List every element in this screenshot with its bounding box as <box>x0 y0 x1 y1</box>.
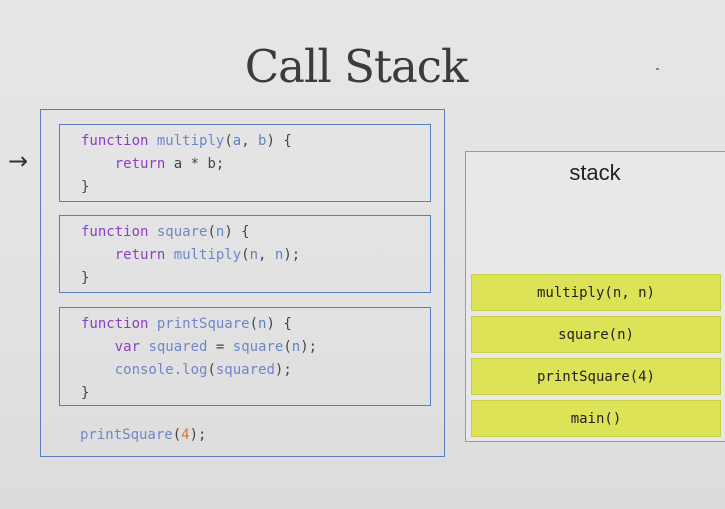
variable: squared <box>215 362 275 378</box>
punct: ( <box>172 427 182 443</box>
slide-title: Call Stack <box>244 40 469 93</box>
function-name: multiply <box>156 133 225 149</box>
stack-frame-multiply: multiply(n, n) <box>471 274 721 311</box>
punct: ( <box>207 362 216 378</box>
keyword: function <box>81 316 149 332</box>
current-line-arrow-icon: → <box>8 147 29 175</box>
param: n <box>258 316 267 332</box>
function-name: printSquare <box>156 316 250 332</box>
number-literal: 4 <box>181 427 190 443</box>
code-line: function printSquare(n) { <box>81 313 317 336</box>
main-call-line: printSquare(4); <box>80 424 206 447</box>
code-line: var squared = square(n); <box>81 336 317 359</box>
punct: ); <box>283 247 301 263</box>
param: n <box>215 224 225 240</box>
punct: } <box>81 179 90 195</box>
code-line: } <box>81 382 317 405</box>
punct: , <box>258 247 275 263</box>
punct: } <box>81 385 90 401</box>
code-panel <box>40 109 445 457</box>
code-line: } <box>81 176 292 199</box>
punct: ); <box>189 427 207 443</box>
code-line: return a * b; <box>81 153 292 176</box>
keyword: var <box>114 339 141 355</box>
punct: ( <box>224 133 233 149</box>
punct: ( <box>249 316 259 332</box>
param: n <box>291 339 301 355</box>
expression: a * b <box>173 156 216 172</box>
function-call: console.log <box>114 362 208 378</box>
punct: = <box>207 339 233 355</box>
punct: ( <box>207 224 216 240</box>
keyword: return <box>114 156 166 172</box>
keyword: function <box>81 133 149 149</box>
speck <box>656 68 659 70</box>
stack-frame-square: square(n) <box>471 316 721 353</box>
punct: } <box>81 270 90 286</box>
punct: ) { <box>224 224 250 240</box>
stack-frame-printsquare: printSquare(4) <box>471 358 721 395</box>
stack-label: stack <box>569 160 621 185</box>
punct: ) { <box>266 316 292 332</box>
keyword: return <box>114 247 166 263</box>
function-name: square <box>156 224 208 240</box>
punct: , <box>241 133 259 149</box>
param: a <box>232 133 242 149</box>
param: n <box>274 247 284 263</box>
punct: ( <box>241 247 250 263</box>
keyword: function <box>81 224 149 240</box>
punct: ); <box>274 362 292 378</box>
variable: squared <box>148 339 208 355</box>
punct: ); <box>300 339 318 355</box>
punct: ; <box>215 156 225 172</box>
code-line: } <box>81 267 300 290</box>
function-call: multiply <box>173 247 242 263</box>
square-function-block: function square(n) { return multiply(n, … <box>59 215 431 293</box>
multiply-function-block: function multiply(a, b) { return a * b; … <box>59 124 431 202</box>
stack-frame-main: main() <box>471 400 721 437</box>
punct: ( <box>283 339 292 355</box>
param: b <box>258 133 267 149</box>
code-line: return multiply(n, n); <box>81 244 300 267</box>
code-line: function square(n) { <box>81 221 300 244</box>
function-call: printSquare <box>80 427 173 443</box>
stack-panel: stack multiply(n, n) square(n) printSqua… <box>465 151 725 442</box>
code-line: console.log(squared); <box>81 359 317 382</box>
punct: ) { <box>266 133 292 149</box>
code-line: function multiply(a, b) { <box>81 130 292 153</box>
param: n <box>249 247 259 263</box>
function-call: square <box>232 339 284 355</box>
printsquare-function-block: function printSquare(n) { var squared = … <box>59 307 431 406</box>
